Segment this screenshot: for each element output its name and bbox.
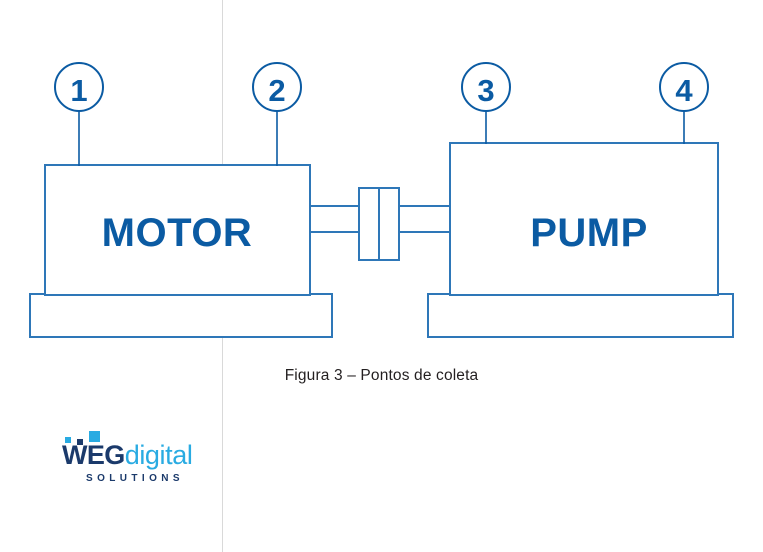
pump-label: PUMP [530, 211, 648, 255]
logo-squares-decoration [65, 430, 125, 446]
pump-base-plinth [427, 293, 734, 338]
callout-number-4: 4 [675, 73, 693, 108]
weg-digital-solutions-logo: WEGdigital SOLUTIONS [62, 430, 212, 498]
callout-circle-1[interactable] [54, 62, 104, 112]
logo-square-cyan-large [89, 431, 100, 442]
callout-circle-4[interactable] [659, 62, 709, 112]
logo-square-navy [77, 439, 83, 445]
motor-label: MOTOR [102, 211, 253, 255]
logo-wordmark: WEGdigital [62, 440, 193, 470]
motor-base-plinth [29, 293, 333, 338]
callout-number-1: 1 [70, 73, 87, 108]
motor-body [44, 164, 311, 296]
logo-square-cyan-small [65, 437, 71, 443]
callout-number-3: 3 [477, 73, 494, 108]
callout-number-2: 2 [268, 73, 285, 108]
pump-body [449, 142, 719, 296]
logo-brand-weg: WEG [62, 440, 125, 470]
pump-shaft [397, 205, 451, 233]
figure-caption: Figura 3 – Pontos de coleta [284, 367, 479, 384]
motor-shaft [309, 205, 361, 233]
logo-suffix-digital: digital [124, 440, 193, 470]
logo-tagline-solutions: SOLUTIONS [86, 473, 184, 484]
callout-circle-2[interactable] [252, 62, 302, 112]
callout-circle-3[interactable] [461, 62, 511, 112]
